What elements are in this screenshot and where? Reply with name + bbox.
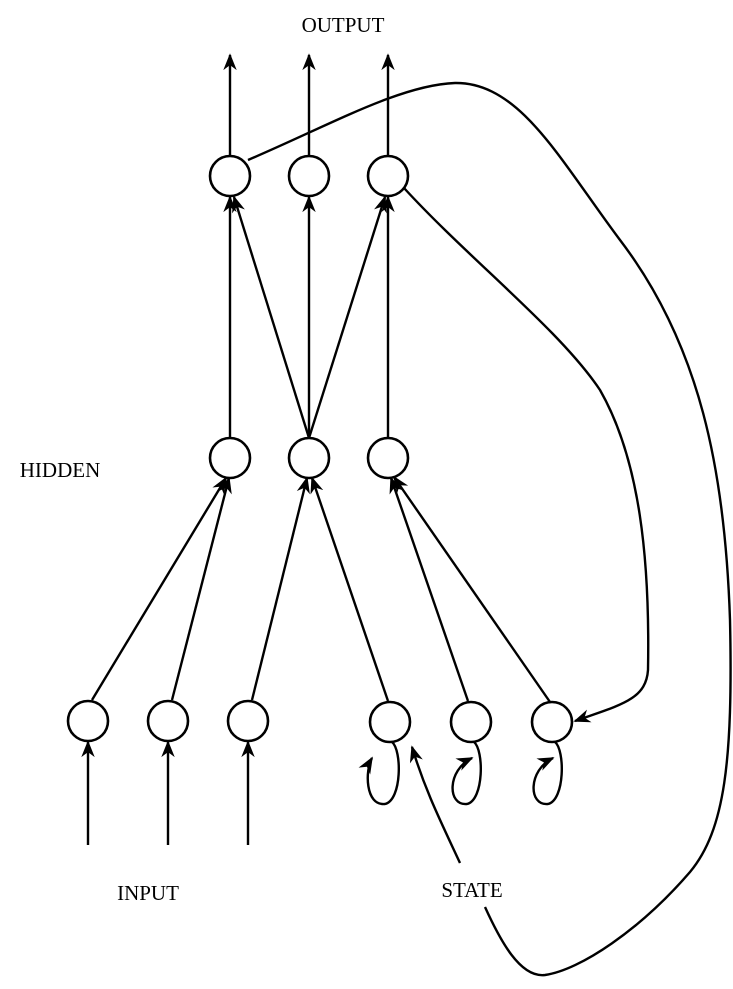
self-loop-state2 [451, 741, 482, 806]
self-loop-state1 [358, 741, 400, 806]
output-arrows [223, 53, 395, 156]
feedback-output1-arrowhead [409, 745, 462, 864]
hidden-node-3 [366, 436, 410, 480]
input-node-1 [66, 699, 110, 743]
hidden-node-2 [287, 436, 331, 480]
feedback-output3-to-state3 [403, 187, 650, 723]
edge-h2-o3 [307, 195, 387, 439]
state-node-3 [530, 700, 574, 744]
edge-i1-h1 [90, 476, 228, 701]
state-label: STATE [441, 878, 502, 902]
hidden-output-edges [223, 195, 395, 439]
state-node-2 [449, 700, 493, 744]
state-layer [368, 700, 574, 744]
edge-h2-o1 [232, 195, 311, 439]
output-layer [208, 154, 410, 198]
hidden-node-1 [208, 436, 252, 480]
hidden-layer [208, 436, 410, 480]
input-node-3 [226, 699, 270, 743]
self-loops [358, 741, 563, 806]
input-label: INPUT [117, 881, 179, 905]
edge-s1-h2 [310, 476, 390, 702]
input-hidden-edges [90, 475, 551, 703]
hidden-label: HIDDEN [20, 458, 100, 482]
edge-s2-h3 [389, 476, 470, 702]
edge-i3-h2 [250, 476, 310, 701]
output-node-2 [287, 154, 331, 198]
feedback-output1-to-state1 [247, 81, 732, 977]
input-node-2 [146, 699, 190, 743]
output-label: OUTPUT [302, 13, 385, 37]
output-node-1 [208, 154, 252, 198]
self-loop-state3 [532, 741, 563, 806]
output-node-3 [366, 154, 410, 198]
state-node-1 [368, 700, 412, 744]
edge-s3-h3 [393, 475, 551, 703]
edge-i2-h1 [170, 476, 232, 701]
input-arrows [81, 740, 255, 845]
input-layer [66, 699, 270, 743]
